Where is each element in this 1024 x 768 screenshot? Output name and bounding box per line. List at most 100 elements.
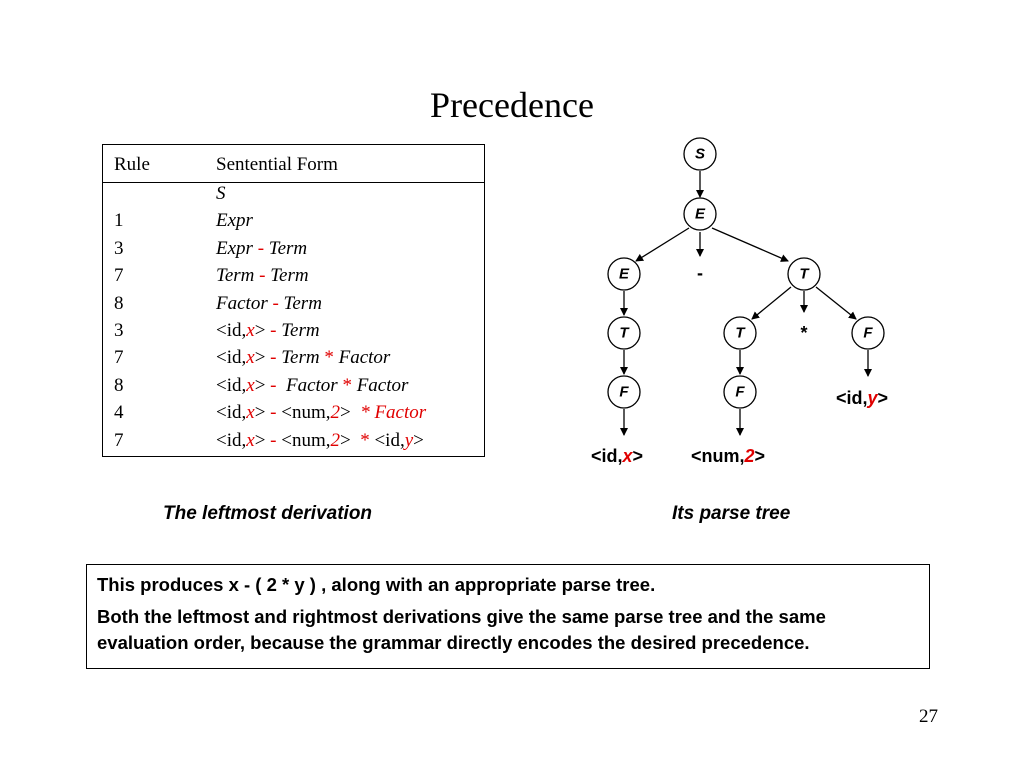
node-t-rl-circle bbox=[723, 316, 757, 350]
form-part: - bbox=[257, 237, 265, 259]
form-part: Term bbox=[278, 292, 322, 314]
page-number: 27 bbox=[919, 706, 938, 727]
form-part: 2 bbox=[330, 402, 340, 424]
row-sentential-form: Term - Term bbox=[216, 265, 309, 287]
row-sentential-form: S bbox=[216, 183, 226, 205]
notes-box: This produces x - ( 2 * y ) , along with… bbox=[86, 564, 930, 669]
node-e-root-circle bbox=[683, 197, 717, 231]
table-row: 7 <id,x> - Term * Factor bbox=[103, 347, 484, 374]
row-sentential-form: Expr bbox=[216, 210, 253, 232]
edge-e-tright bbox=[711, 227, 789, 262]
row-sentential-form: <id,x> - <num,2> * <id,y> bbox=[216, 430, 424, 452]
form-part: > bbox=[254, 429, 271, 451]
leaf-id-x-post: > bbox=[632, 446, 644, 466]
table-row: 8 <id,x> - Factor * Factor bbox=[103, 375, 484, 402]
node-f-rl-label: F bbox=[735, 384, 745, 401]
row-sentential-form: <id,x> - Factor * Factor bbox=[216, 375, 408, 397]
form-part: Factor bbox=[276, 374, 343, 396]
form-part: <id, bbox=[216, 374, 247, 396]
row-rule: 3 bbox=[114, 237, 124, 259]
form-part: > bbox=[339, 429, 356, 451]
row-sentential-form: <id,x> - Term * Factor bbox=[216, 347, 390, 369]
table-row: 1 Expr bbox=[103, 210, 484, 237]
row-rule: 3 bbox=[114, 319, 124, 341]
form-part: <id, bbox=[374, 429, 405, 451]
node-t-right-circle bbox=[787, 257, 821, 291]
node-f-ll-circle bbox=[607, 375, 641, 409]
leaf-id-y-post: > bbox=[877, 388, 889, 408]
row-rule: 4 bbox=[114, 402, 124, 424]
node-e-left-label: E bbox=[619, 266, 630, 283]
leaf-num-var: 2 bbox=[744, 446, 755, 466]
form-part: Expr bbox=[216, 210, 253, 232]
edge-tright-f bbox=[815, 286, 857, 320]
node-s-circle bbox=[683, 137, 717, 171]
node-e-left-circle bbox=[607, 257, 641, 291]
leaf-id-x-pre: <id, bbox=[591, 446, 623, 466]
form-part: <id, bbox=[216, 429, 247, 451]
form-part: - bbox=[270, 347, 277, 369]
form-part: x bbox=[246, 347, 255, 369]
form-part: <num, bbox=[276, 429, 331, 451]
form-part: Term bbox=[276, 347, 325, 369]
form-part: Term bbox=[265, 265, 309, 287]
form-part: 2 bbox=[330, 429, 340, 451]
row-sentential-form: Factor - Term bbox=[216, 293, 322, 315]
form-part: - bbox=[270, 402, 277, 424]
notes-line-1: This produces x - ( 2 * y ) , along with… bbox=[97, 574, 656, 595]
form-part: > bbox=[254, 319, 271, 341]
form-part: > bbox=[413, 429, 424, 451]
node-f-rr-label: F bbox=[863, 325, 873, 342]
form-part: > bbox=[339, 402, 356, 424]
slide-title: Precedence bbox=[430, 85, 594, 125]
node-f-rr-circle bbox=[851, 316, 885, 350]
node-f-rl-circle bbox=[723, 375, 757, 409]
form-part: <id, bbox=[216, 402, 247, 424]
row-rule: 8 bbox=[114, 292, 124, 314]
form-part: Term bbox=[216, 265, 260, 287]
node-t-ll-circle bbox=[607, 316, 641, 350]
table-row: 3 Expr - Term bbox=[103, 238, 484, 265]
form-part: Expr bbox=[216, 237, 258, 259]
form-part: x bbox=[246, 429, 255, 451]
form-part: - bbox=[270, 429, 277, 451]
form-part: S bbox=[216, 183, 226, 204]
node-e-root-label: E bbox=[695, 206, 706, 223]
form-part: x bbox=[246, 319, 255, 341]
row-rule: 7 bbox=[114, 347, 124, 369]
table-row: S bbox=[103, 183, 484, 210]
form-part: > bbox=[254, 402, 271, 424]
leaf-num-pre: <num, bbox=[691, 446, 745, 466]
node-s-label: S bbox=[695, 146, 705, 163]
form-part: Factor bbox=[333, 347, 391, 369]
leaf-id-y-pre: <id, bbox=[836, 388, 868, 408]
row-sentential-form: <id,x> - Term bbox=[216, 320, 320, 342]
node-minus: - bbox=[697, 263, 703, 283]
form-part: - bbox=[270, 319, 277, 341]
table-row: 8 Factor - Term bbox=[103, 293, 484, 320]
form-part: - bbox=[259, 265, 266, 287]
table-row: 4<id,x> - <num,2> * Factor bbox=[103, 402, 484, 429]
form-part: y bbox=[404, 429, 414, 451]
header-sentential-form: Sentential Form bbox=[216, 154, 338, 175]
table-row: 7 Term - Term bbox=[103, 265, 484, 292]
row-rule: 8 bbox=[114, 374, 124, 396]
form-part: Term bbox=[264, 237, 308, 259]
row-sentential-form: Expr - Term bbox=[216, 238, 307, 260]
form-part: * bbox=[324, 347, 334, 369]
leaf-id-y-var: y bbox=[867, 388, 878, 408]
row-rule: 1 bbox=[114, 210, 124, 232]
row-rule: 7 bbox=[114, 429, 124, 451]
form-part: > bbox=[254, 347, 271, 369]
leaf-num-post: > bbox=[754, 446, 766, 466]
notes-line-2: Both the leftmost and rightmost derivati… bbox=[97, 606, 826, 653]
caption-leftmost-derivation: The leftmost derivation bbox=[163, 503, 373, 524]
node-f-ll-label: F bbox=[619, 384, 629, 401]
form-part: Term bbox=[276, 319, 320, 341]
header-rule: Rule bbox=[114, 154, 150, 175]
form-part: x bbox=[246, 374, 255, 396]
row-rule: 7 bbox=[114, 265, 124, 287]
